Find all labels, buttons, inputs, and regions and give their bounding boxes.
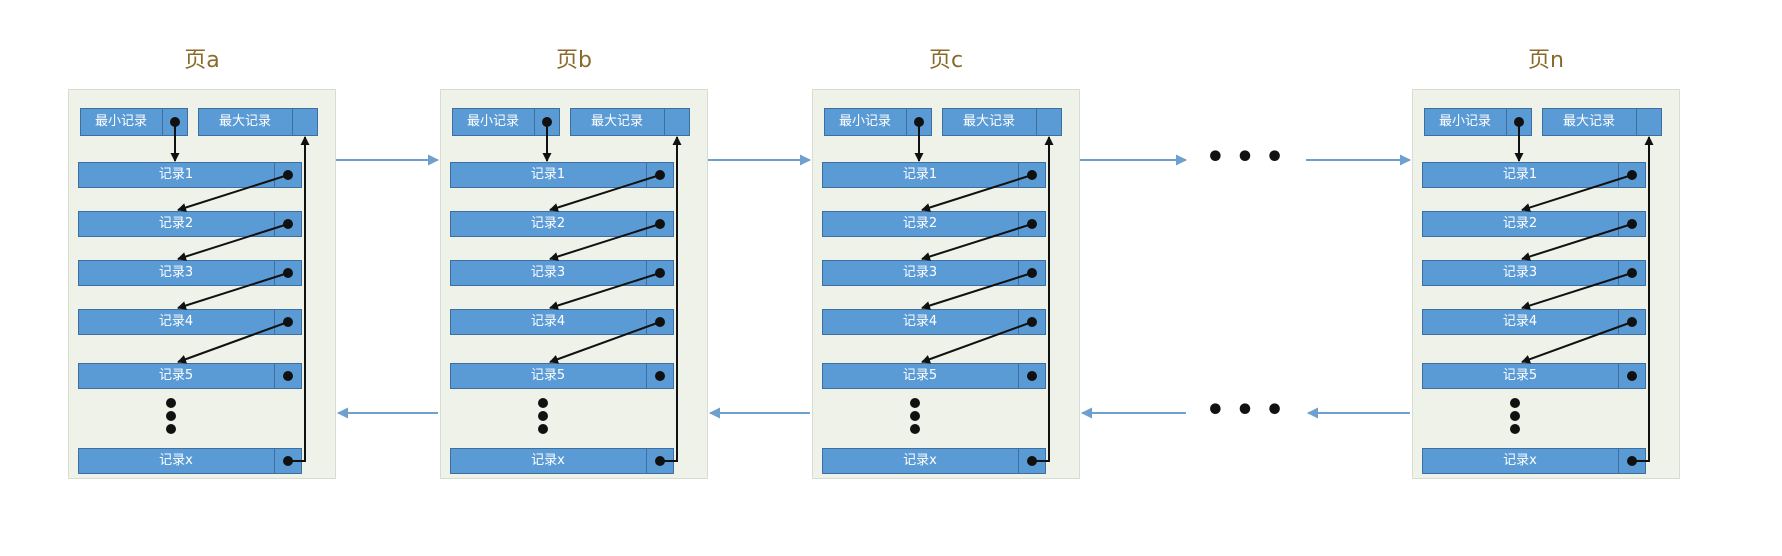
record-b-1-label: 记录1 [530,167,566,182]
max-record-b-label: 最大记录 [590,114,643,129]
record-n-5-label: 记录5 [1502,368,1538,383]
record-n-2-label: 记录2 [1502,216,1538,231]
record-n-4-pointer-cell [1618,309,1619,335]
gap-ellipsis-bottom: • • • [1205,393,1285,428]
record-n-5 [1422,363,1646,389]
min-record-a-pointer-cell [162,108,163,136]
max-record-c-label: 最大记录 [962,114,1015,129]
record-a-5-label: 记录5 [158,368,194,383]
vertical-ellipsis-dot [1510,398,1520,408]
record-c-5-pointer-cell [1018,363,1019,389]
record-a-5-pointer-cell [274,363,275,389]
min-record-c-label: 最小记录 [838,114,891,129]
record-c-3-pointer-cell [1018,260,1019,286]
record-n-x-label: 记录x [1503,453,1537,468]
record-c-5-label: 记录5 [902,368,938,383]
max-record-a-label: 最大记录 [218,114,271,129]
max-record-n-label: 最大记录 [1562,114,1615,129]
page-title-b: 页b [556,48,592,73]
record-a-1-label: 记录1 [158,167,194,182]
record-c-3-label: 记录3 [902,265,938,280]
vertical-ellipsis-dot [538,411,548,421]
vertical-ellipsis-dot [1510,424,1520,434]
record-b-3-label: 记录3 [530,265,566,280]
record-b-x [450,448,674,474]
max-record-b-pointer-cell [664,108,665,136]
record-n-x-pointer-cell [1618,448,1619,474]
record-c-1-label: 记录1 [902,167,938,182]
min-record-c-pointer-cell [906,108,907,136]
record-c-x-label: 记录x [903,453,937,468]
min-record-n-label: 最小记录 [1438,114,1491,129]
min-record-b-pointer-cell [534,108,535,136]
record-b-2-label: 记录2 [530,216,566,231]
min-record-b-label: 最小记录 [466,114,519,129]
min-record-a-label: 最小记录 [94,114,147,129]
record-a-2-label: 记录2 [158,216,194,231]
record-n-1-label: 记录1 [1502,167,1538,182]
record-c-2-pointer-cell [1018,211,1019,237]
vertical-ellipsis-dot [166,411,176,421]
record-b-5-label: 记录5 [530,368,566,383]
vertical-ellipsis-dot [910,398,920,408]
record-c-x [822,448,1046,474]
record-a-4-label: 记录4 [158,314,194,329]
record-a-5 [78,363,302,389]
record-b-2-pointer-cell [646,211,647,237]
record-b-5 [450,363,674,389]
record-n-5-pointer-cell [1618,363,1619,389]
min-record-n-pointer-cell [1506,108,1507,136]
record-n-1-pointer-cell [1618,162,1619,188]
max-record-c-pointer-cell [1036,108,1037,136]
record-a-x [78,448,302,474]
record-n-4-label: 记录4 [1502,314,1538,329]
record-a-x-label: 记录x [159,453,193,468]
record-c-1-pointer-cell [1018,162,1019,188]
vertical-ellipsis-dot [910,411,920,421]
max-record-n-pointer-cell [1636,108,1637,136]
vertical-ellipsis-dot [538,424,548,434]
page-title-a: 页a [184,48,220,73]
record-a-3-pointer-cell [274,260,275,286]
record-n-3-label: 记录3 [1502,265,1538,280]
record-c-5 [822,363,1046,389]
record-c-4-pointer-cell [1018,309,1019,335]
record-a-2-pointer-cell [274,211,275,237]
record-b-x-label: 记录x [531,453,565,468]
record-b-5-pointer-cell [646,363,647,389]
record-b-x-pointer-cell [646,448,647,474]
record-a-4-pointer-cell [274,309,275,335]
max-record-a [198,108,318,136]
record-a-x-pointer-cell [274,448,275,474]
record-c-2-label: 记录2 [902,216,938,231]
page-title-c: 页c [928,48,964,73]
vertical-ellipsis-dot [910,424,920,434]
record-n-x [1422,448,1646,474]
vertical-ellipsis-dot [1510,411,1520,421]
record-b-4-pointer-cell [646,309,647,335]
record-c-4-label: 记录4 [902,314,938,329]
record-n-3-pointer-cell [1618,260,1619,286]
record-b-1-pointer-cell [646,162,647,188]
record-a-3-label: 记录3 [158,265,194,280]
record-c-x-pointer-cell [1018,448,1019,474]
record-a-1-pointer-cell [274,162,275,188]
max-record-a-pointer-cell [292,108,293,136]
max-record-c [942,108,1062,136]
record-b-3-pointer-cell [646,260,647,286]
record-b-4-label: 记录4 [530,314,566,329]
max-record-n [1542,108,1662,136]
vertical-ellipsis-dot [166,398,176,408]
max-record-b [570,108,690,136]
vertical-ellipsis-dot [166,424,176,434]
vertical-ellipsis-dot [538,398,548,408]
gap-ellipsis-top: • • • [1205,140,1285,175]
page-title-n: 页n [1528,48,1564,73]
record-n-2-pointer-cell [1618,211,1619,237]
